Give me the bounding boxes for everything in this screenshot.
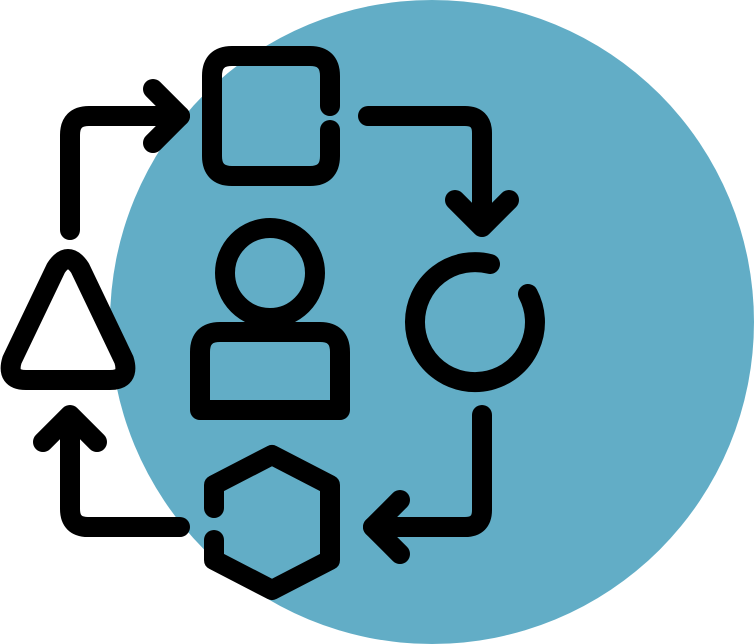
arrow-right-icon <box>60 79 190 240</box>
hexagon-icon <box>204 445 340 600</box>
background-circle <box>110 0 754 644</box>
triangle-icon <box>0 249 136 390</box>
user-icon <box>190 218 350 420</box>
circle-icon <box>404 252 545 393</box>
arrow-left-icon <box>363 405 492 564</box>
icon-strokes <box>0 46 545 600</box>
arrow-up-icon <box>33 405 190 537</box>
arrow-down-icon <box>358 106 519 237</box>
square-icon <box>202 46 340 186</box>
